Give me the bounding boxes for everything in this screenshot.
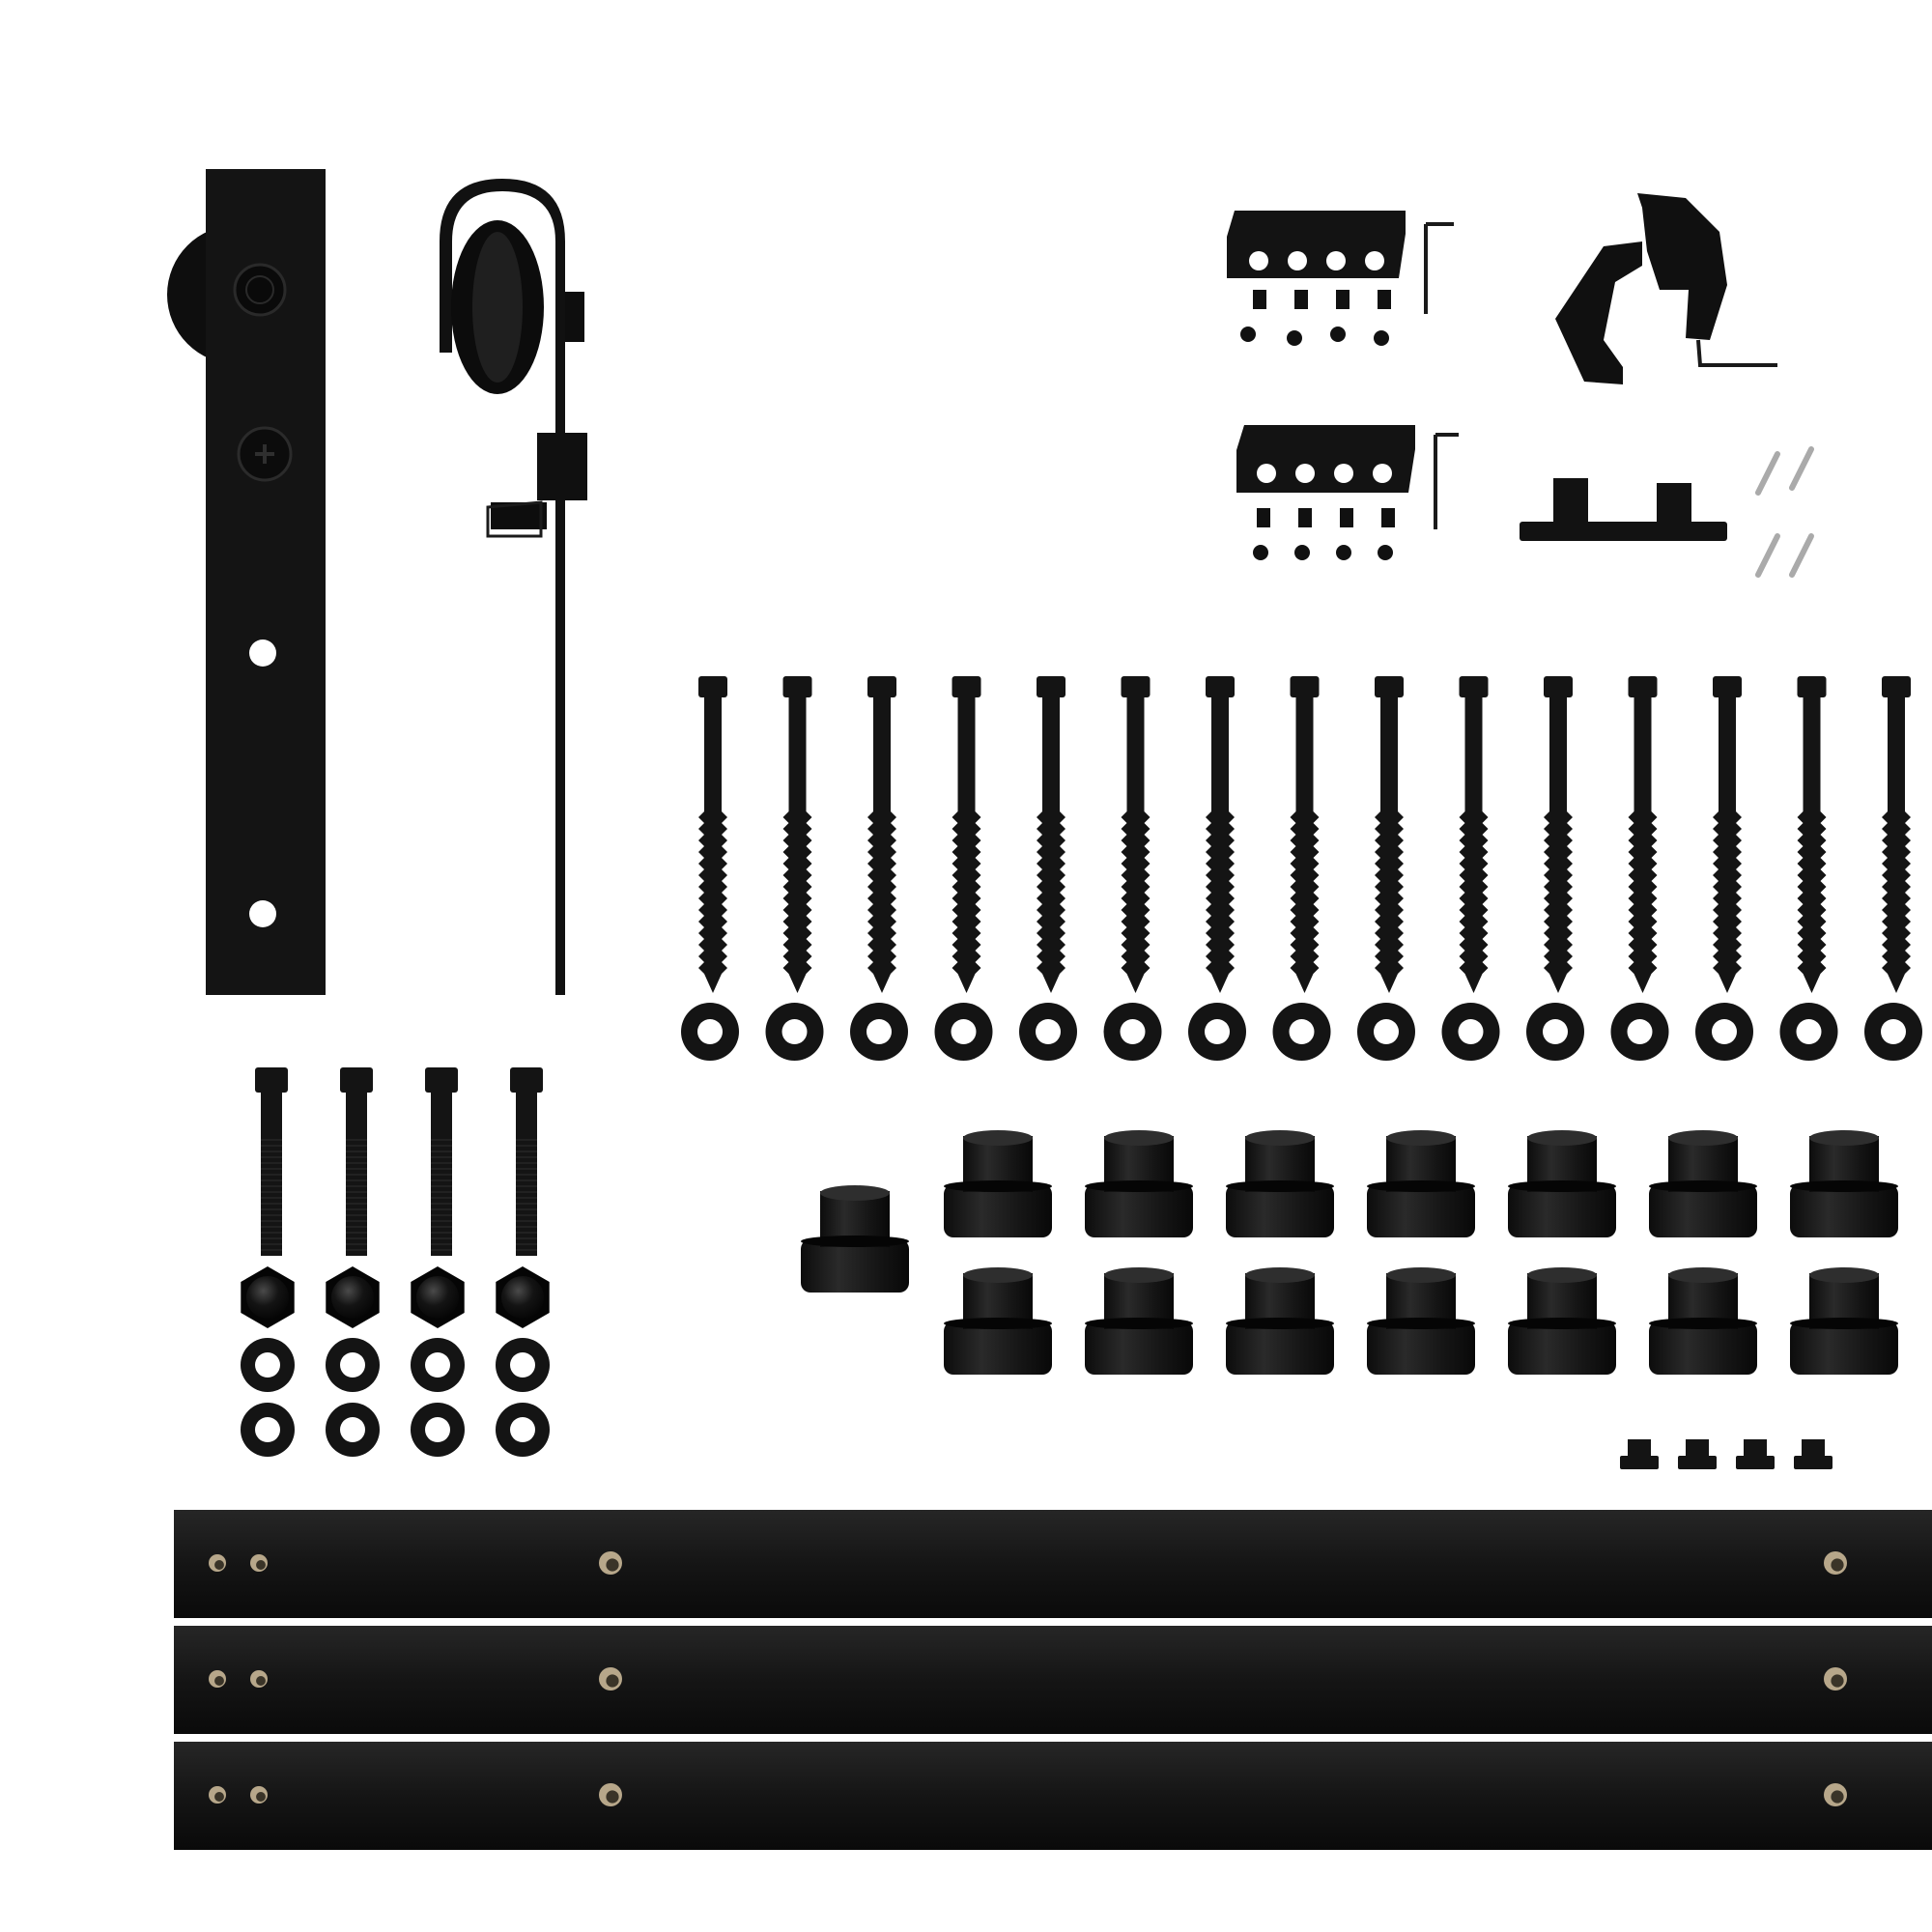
washer — [1272, 1003, 1331, 1061]
hanger-strap-front — [167, 169, 326, 995]
small-screws — [1240, 290, 1391, 346]
lag-screw — [1375, 676, 1404, 993]
cap-nut-row — [241, 1266, 550, 1328]
stopper-set-2 — [1236, 425, 1459, 560]
clip-left — [1555, 242, 1642, 384]
washer — [1779, 1003, 1838, 1061]
washer — [496, 1338, 550, 1392]
lag-screw — [1628, 676, 1658, 993]
washer — [496, 1403, 550, 1457]
washer — [326, 1338, 380, 1392]
strap-body-front — [206, 169, 326, 995]
track-rail — [174, 1510, 1932, 1618]
washer — [411, 1338, 465, 1392]
small-stop — [1678, 1439, 1717, 1469]
track-rail — [174, 1742, 1932, 1850]
washer — [1610, 1003, 1669, 1061]
cap-nut — [326, 1266, 380, 1328]
spacer — [1226, 1267, 1334, 1375]
hex-bolt — [425, 1067, 458, 1256]
spacer — [1085, 1267, 1193, 1375]
washer — [1695, 1003, 1753, 1061]
washer — [1103, 1003, 1162, 1061]
spacer — [1649, 1267, 1757, 1375]
washer — [1357, 1003, 1415, 1061]
lag-screw — [1037, 676, 1065, 993]
washer — [1441, 1003, 1500, 1061]
spacer — [1085, 1130, 1193, 1237]
lag-screw-row — [698, 676, 1911, 993]
lag-screw — [1290, 676, 1320, 993]
bolt-washer-grid — [241, 1338, 550, 1457]
lag-screw — [1797, 676, 1827, 993]
washer — [1019, 1003, 1077, 1061]
hex-key — [1424, 222, 1454, 314]
spacer — [1226, 1130, 1334, 1237]
washer — [681, 1003, 739, 1061]
washer — [850, 1003, 908, 1061]
stopper-block — [1227, 211, 1406, 278]
cap-nut — [496, 1266, 550, 1328]
cap-nut — [241, 1266, 295, 1328]
strap-hook-curve — [440, 179, 565, 995]
spacer — [944, 1267, 1052, 1375]
lag-screw — [782, 676, 812, 993]
lag-screw — [1882, 676, 1911, 993]
track-rail — [174, 1626, 1932, 1734]
bolt-cap-top — [233, 263, 287, 317]
spacer — [1508, 1130, 1616, 1237]
spacer — [1508, 1267, 1616, 1375]
clip-right — [1637, 193, 1727, 340]
lag-screw — [698, 676, 727, 993]
strap-hole — [249, 900, 276, 927]
hanger-strap-side — [440, 179, 587, 995]
washer — [241, 1403, 295, 1457]
floor-guide — [1520, 478, 1727, 541]
hex-bolt — [510, 1067, 543, 1256]
spacer — [801, 1185, 909, 1293]
track-rails — [174, 1510, 1932, 1850]
spacer — [1790, 1130, 1898, 1237]
stopper-block — [1236, 425, 1415, 493]
small-stop — [1620, 1439, 1659, 1469]
washer — [326, 1403, 380, 1457]
lag-screw — [1206, 676, 1235, 993]
stopper-holes — [1249, 251, 1384, 270]
bolt-row — [255, 1067, 543, 1256]
lag-screw — [1713, 676, 1742, 993]
washer — [1188, 1003, 1246, 1061]
washer — [411, 1403, 465, 1457]
small-stop — [1794, 1439, 1833, 1469]
stopper-holes — [1257, 464, 1392, 483]
strap-hole — [249, 639, 276, 667]
spacer — [1367, 1130, 1475, 1237]
washer — [241, 1338, 295, 1392]
hex-bolt — [255, 1067, 288, 1256]
washer — [934, 1003, 993, 1061]
wall-anchors — [1755, 446, 1814, 578]
spacer — [1367, 1267, 1475, 1375]
soft-close-clips — [1555, 193, 1777, 384]
small-stop — [1736, 1439, 1775, 1469]
washer — [1864, 1003, 1922, 1061]
hex-key — [1434, 433, 1459, 529]
hex-bolt — [340, 1067, 373, 1256]
spacer — [944, 1130, 1052, 1237]
spacer-grid — [801, 1130, 1898, 1375]
washer — [1526, 1003, 1584, 1061]
small-screws — [1253, 508, 1395, 560]
washer — [765, 1003, 824, 1061]
stopper-set-1 — [1227, 211, 1454, 346]
lag-screw — [1544, 676, 1573, 993]
cap-nut — [411, 1266, 465, 1328]
lag-screw — [1459, 676, 1489, 993]
lag-screw — [1121, 676, 1151, 993]
lag-washer-row — [681, 1003, 1922, 1061]
small-stop-row — [1620, 1439, 1833, 1469]
lag-screw — [867, 676, 896, 993]
lag-screw — [952, 676, 981, 993]
spacer — [1649, 1130, 1757, 1237]
spacer — [1790, 1267, 1898, 1375]
